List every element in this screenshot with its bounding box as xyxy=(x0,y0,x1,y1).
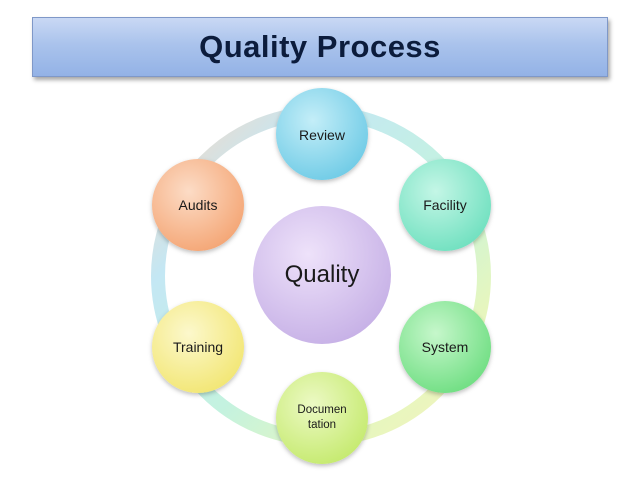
node-facility xyxy=(399,159,491,251)
center-label: Quality xyxy=(284,261,360,288)
node-label-training: Training xyxy=(172,338,224,355)
node-audits xyxy=(152,159,244,251)
node-label-review: Review xyxy=(299,126,345,143)
center-circle xyxy=(253,206,391,344)
node-documentation xyxy=(276,372,368,464)
node-system xyxy=(399,301,491,393)
node-label-audits: Audits xyxy=(178,196,218,213)
title-bar: Quality Process xyxy=(32,17,608,77)
node-label-facility: Facility xyxy=(423,196,467,213)
node-label-system: System xyxy=(421,338,469,355)
node-review xyxy=(276,88,368,180)
page-title: Quality Process xyxy=(199,29,441,64)
node-training xyxy=(152,301,244,393)
node-label-documentation: Documen tation xyxy=(297,404,347,431)
